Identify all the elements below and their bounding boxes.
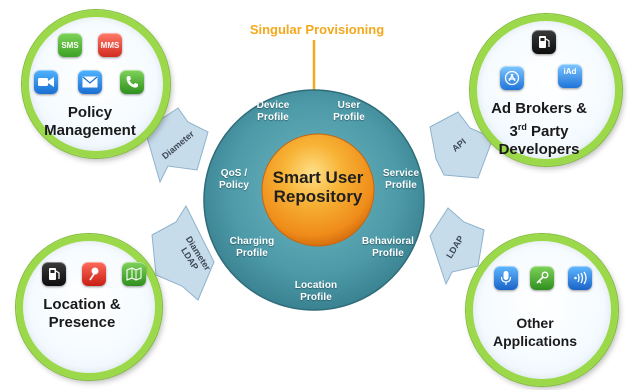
- charging-profile-label: Charging Profile: [226, 236, 278, 260]
- behavioral-profile-label: Behavioral Profile: [356, 236, 420, 260]
- location-title-line2: Presence: [48, 314, 116, 331]
- api-arrow: [429, 111, 494, 179]
- device-profile-line2: Profile: [257, 112, 289, 123]
- map-pin-icon: [82, 262, 106, 286]
- user-profile-label: User Profile: [326, 100, 372, 124]
- other-title-line1: Other Applications: [492, 315, 577, 349]
- mms-icon: MMS: [98, 33, 122, 57]
- iad-icon-text: iAd: [563, 67, 577, 76]
- other-applications-title: Other Applications: [478, 314, 592, 350]
- behavioral-profile-line1: Behavioral: [361, 236, 415, 247]
- repository-title-line2: Repository: [273, 187, 363, 206]
- other-applications-node: [466, 234, 618, 386]
- video-camera-icon: [34, 70, 58, 94]
- ldap-arrow: [429, 207, 485, 286]
- ad-brokers-line2: 3rd Party: [482, 118, 596, 141]
- device-profile-line1: Device: [256, 100, 290, 111]
- ad-brokers-line2-pre: 3: [509, 123, 518, 140]
- service-profile-line2: Profile: [385, 180, 417, 191]
- repository-core: [261, 133, 375, 247]
- location-presence-title: Location & Presence: [30, 296, 134, 332]
- policy-title-line2: Management: [44, 122, 136, 139]
- charging-profile-line2: Profile: [236, 248, 268, 259]
- microphone-icon: [494, 266, 518, 290]
- ad-brokers-node: [470, 14, 622, 166]
- ad-brokers-title: Ad Brokers & 3rd Party Developers: [482, 100, 596, 159]
- repository-title-line1: Smart User: [272, 168, 364, 187]
- user-profile-line2: Profile: [333, 112, 365, 123]
- smart-user-repository-title: Smart User Repository: [268, 168, 368, 206]
- nfc-signal-icon: [568, 266, 592, 290]
- sms-icon-text: SMS: [61, 40, 79, 50]
- qos-policy-label: QoS / Policy: [214, 168, 254, 192]
- location-title-line1: Location &: [43, 296, 121, 313]
- user-profile-line1: User: [337, 100, 361, 111]
- mms-icon-text: MMS: [100, 40, 120, 50]
- ad-brokers-line2-sup: rd: [517, 122, 527, 132]
- location-profile-line1: Location: [294, 280, 338, 291]
- ad-brokers-line2-post: Party: [526, 123, 569, 140]
- service-profile-label: Service Profile: [378, 168, 424, 192]
- qos-policy-line1: QoS /: [220, 168, 248, 179]
- iad-icon: iAd: [558, 64, 582, 88]
- location-presence-node: [16, 234, 162, 380]
- mail-icon: [78, 70, 102, 94]
- location-profile-label: Location Profile: [288, 280, 344, 304]
- location-profile-line2: Profile: [300, 292, 332, 303]
- map-icon: [122, 262, 146, 286]
- ad-brokers-line1: Ad Brokers &: [491, 100, 587, 117]
- diameter-arrow: [144, 107, 209, 184]
- diameter-ldap-arrow: [151, 204, 215, 301]
- charging-profile-line1: Charging: [229, 236, 275, 247]
- device-profile-label: Device Profile: [248, 100, 298, 124]
- fuel-pump-icon: [532, 30, 556, 54]
- app-store-icon: [500, 66, 524, 90]
- qos-policy-line2: Policy: [218, 180, 250, 191]
- sms-icon: SMS: [58, 33, 82, 57]
- policy-management-title: Policy Management: [40, 104, 140, 140]
- policy-title-line1: Policy: [67, 104, 113, 121]
- singular-provisioning-label: Singular Provisioning: [249, 22, 385, 37]
- key-icon: [530, 266, 554, 290]
- behavioral-profile-line2: Profile: [372, 248, 404, 259]
- phone-icon: [120, 70, 144, 94]
- fuel-pump-icon-2: [42, 262, 66, 286]
- ad-brokers-line3: Developers: [498, 141, 580, 158]
- service-profile-line1: Service: [382, 168, 420, 179]
